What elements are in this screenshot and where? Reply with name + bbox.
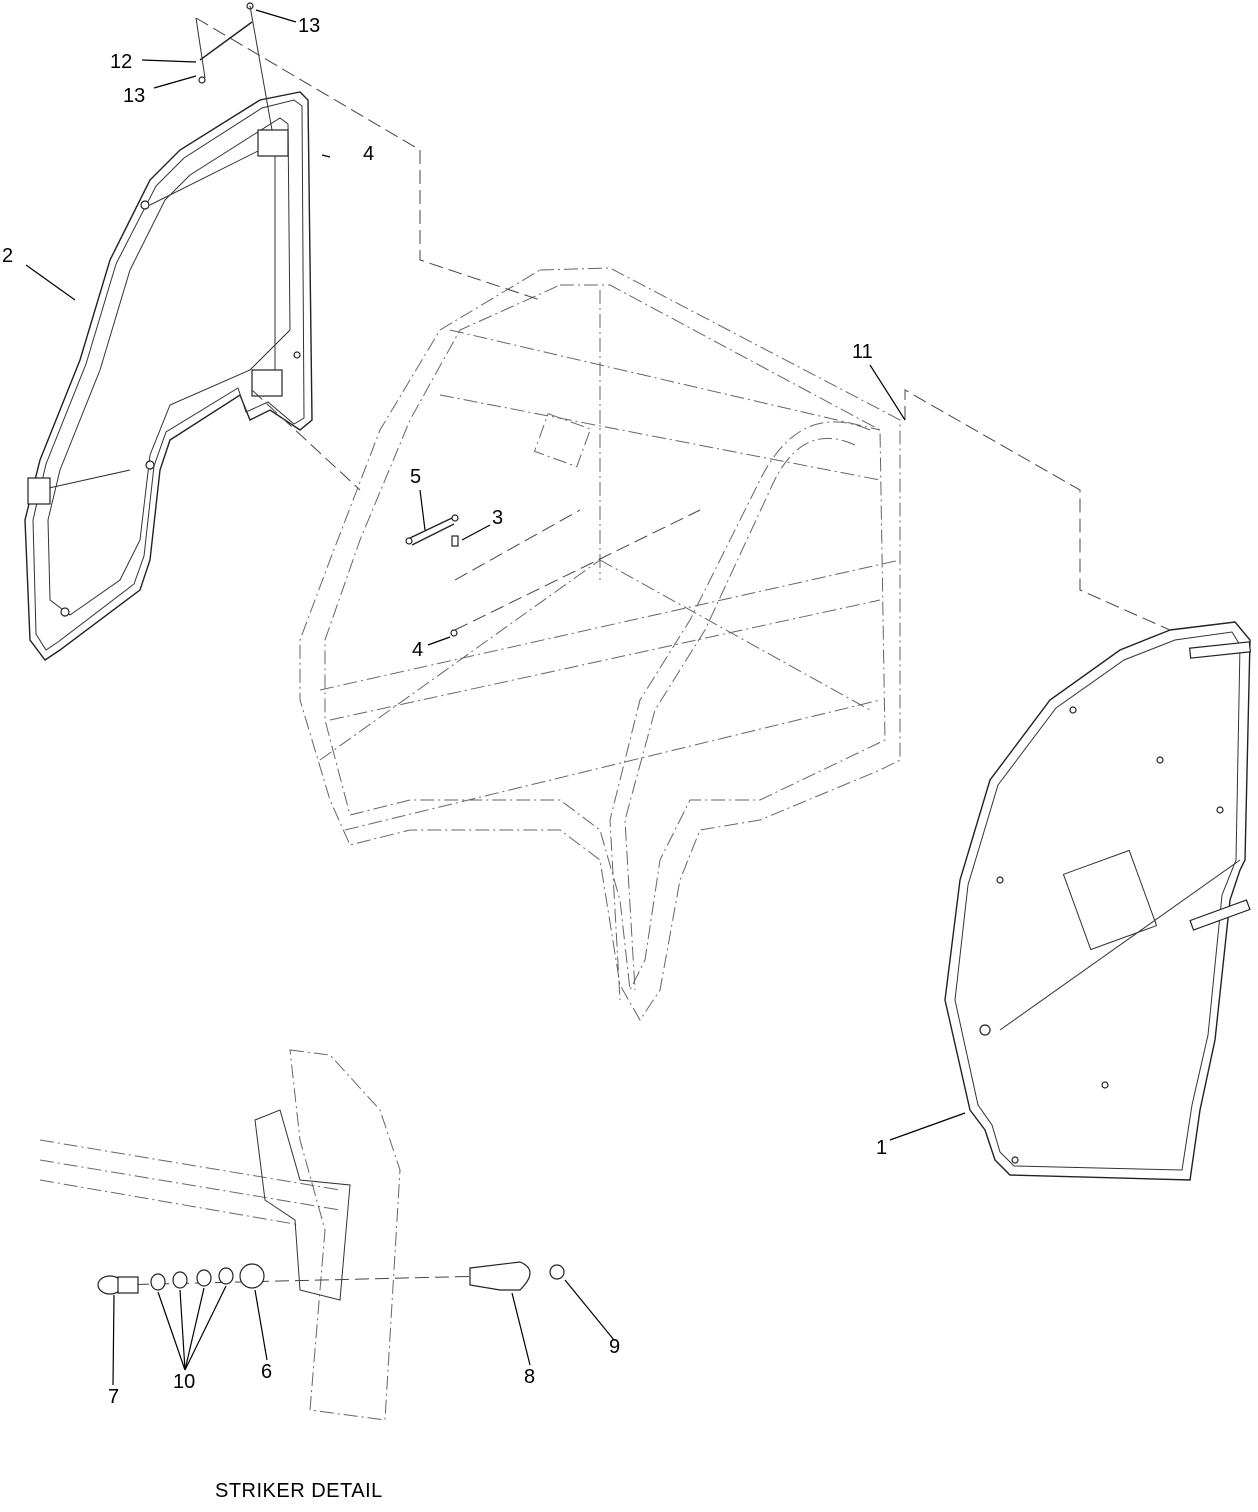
callout-6: 6 bbox=[261, 1361, 273, 1383]
callout-4-door: 4 bbox=[363, 143, 375, 165]
callout-11: 11 bbox=[852, 341, 873, 363]
callout-5: 5 bbox=[410, 466, 422, 488]
callout-13-top: 13 bbox=[298, 15, 321, 37]
check-rod-assembly bbox=[195, 2, 273, 131]
left-door bbox=[24, 91, 313, 661]
callout-9: 9 bbox=[609, 1336, 621, 1358]
leader-lines bbox=[25, 9, 966, 1386]
callout-13-bottom: 13 bbox=[123, 85, 146, 107]
callout-10: 10 bbox=[173, 1371, 196, 1393]
striker-detail-caption: STRIKER DETAIL bbox=[215, 1480, 383, 1502]
callout-1: 1 bbox=[876, 1137, 888, 1159]
callout-8: 8 bbox=[524, 1366, 536, 1388]
gas-strut bbox=[405, 514, 459, 637]
striker-detail bbox=[39, 1049, 565, 1421]
callout-4-frame: 4 bbox=[412, 639, 424, 661]
cab-frame bbox=[299, 267, 901, 1021]
callout-12: 12 bbox=[110, 51, 133, 73]
callout-3: 3 bbox=[492, 507, 504, 529]
right-door bbox=[944, 621, 1252, 1181]
callout-2: 2 bbox=[2, 245, 14, 267]
assembly-lines bbox=[195, 17, 1171, 631]
callout-7: 7 bbox=[108, 1386, 120, 1408]
